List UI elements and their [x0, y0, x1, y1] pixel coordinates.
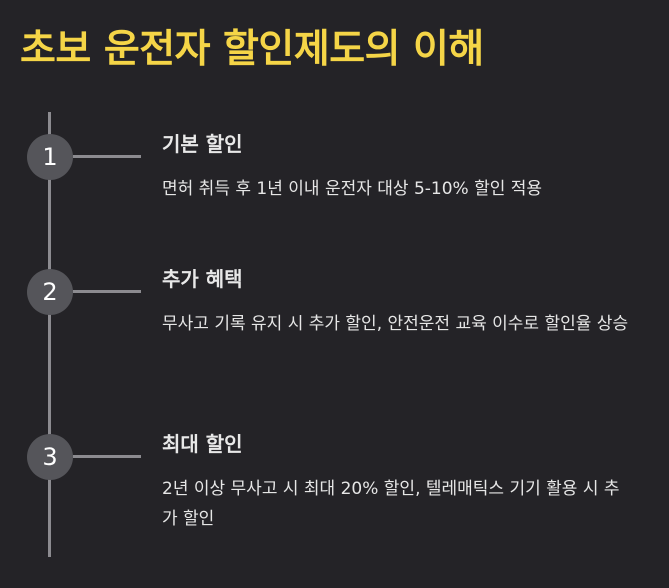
- step-heading: 추가 혜택: [162, 267, 243, 291]
- step-description: 면허 취득 후 1년 이내 운전자 대상 5-10% 할인 적용: [162, 179, 543, 199]
- step-heading: 기본 할인: [162, 132, 243, 156]
- step-connector: [73, 290, 141, 293]
- step-number-badge: 1: [27, 134, 73, 180]
- step-description: 무사고 기록 유지 시 추가 할인, 안전운전 교육 이수로 할인율 상승: [162, 314, 629, 334]
- step-heading: 최대 할인: [162, 432, 243, 456]
- step-connector: [73, 155, 141, 158]
- step-description: 2년 이상 무사고 시 최대 20% 할인, 텔레매틱스 기기 활용 시 추가 …: [162, 479, 620, 529]
- step-number-badge: 2: [27, 269, 73, 315]
- timeline-line: [48, 112, 51, 557]
- step-connector: [73, 455, 141, 458]
- step-number-badge: 3: [27, 434, 73, 480]
- page-title: 초보 운전자 할인제도의 이해: [20, 27, 484, 72]
